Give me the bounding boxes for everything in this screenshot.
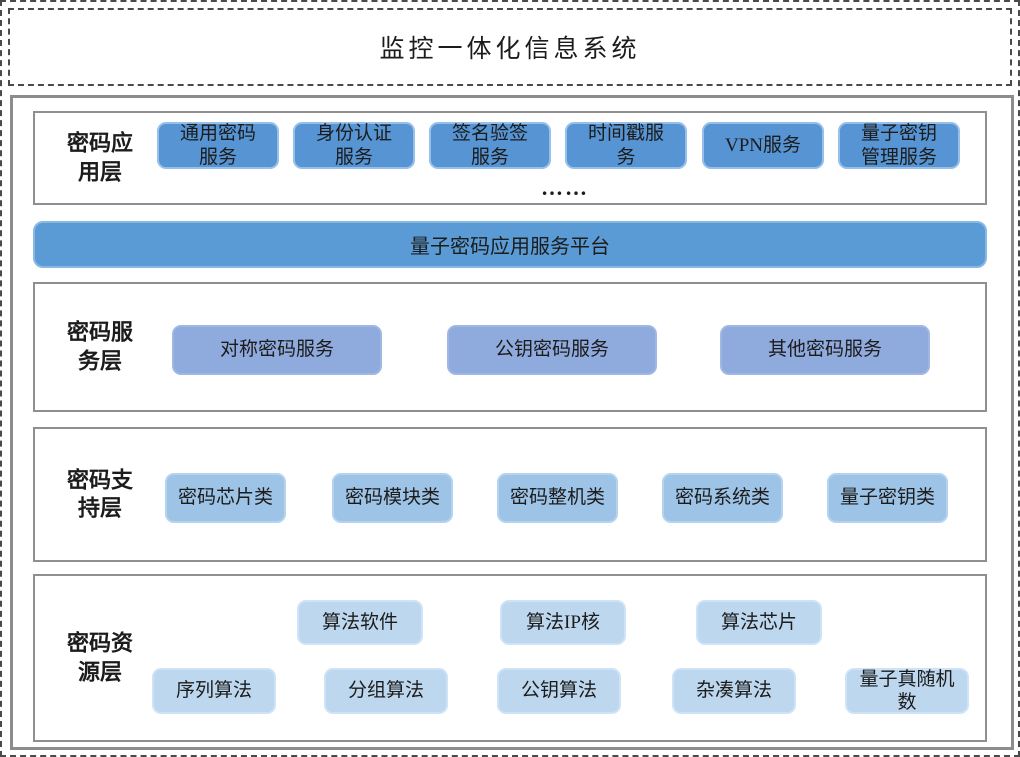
box-text-line: 对称密码服务 xyxy=(219,339,334,361)
box-timestamp-service: 时间戳服 务 xyxy=(565,122,687,169)
box-signature-verify-service: 签名验签 服务 xyxy=(429,122,551,169)
box-stream-algorithm: 序列算法 xyxy=(152,668,276,714)
system-title-box: 监控一体化信息系统 xyxy=(8,8,1012,86)
box-text-line: 务 xyxy=(616,146,636,168)
box-text-line: 算法软件 xyxy=(321,611,398,633)
box-quantum-key-mgmt-service: 量子密钥 管理服务 xyxy=(838,122,960,169)
box-algorithm-ip-core: 算法IP核 xyxy=(500,600,626,645)
layer-support: 密码支 持层 密码芯片类 密码模块类 密码整机类 密码系统类 量子密钥类 xyxy=(33,427,987,562)
layer-application: 密码应 用层 通用密码 服务 身份认证 服务 签名验签 服务 时间戳服 务 VP… xyxy=(33,111,987,205)
box-hash-algorithm: 杂凑算法 xyxy=(672,668,796,714)
box-text-line: 服务 xyxy=(334,146,373,168)
label-line: 务层 xyxy=(77,348,122,373)
platform-label: 量子密码应用服务平台 xyxy=(410,236,610,258)
box-text-line: 签名验签 xyxy=(451,123,528,145)
layer-service: 密码服 务层 对称密码服务 公钥密码服务 其他密码服务 xyxy=(33,282,987,412)
box-public-key-algorithm: 公钥算法 xyxy=(497,668,621,714)
box-vpn-service: VPN服务 xyxy=(702,122,824,169)
box-text-line: 通用密码 xyxy=(179,123,256,145)
box-text-line: 管理服务 xyxy=(860,146,937,168)
box-identity-auth-service: 身份认证 服务 xyxy=(293,122,415,169)
box-text-line: VPN服务 xyxy=(724,134,801,156)
label-line: 密码应 xyxy=(66,130,133,156)
label-line: 密码服 xyxy=(66,319,133,345)
box-text-line: 服务 xyxy=(198,146,237,168)
box-text-line: 密码系统类 xyxy=(674,487,770,509)
box-text-line: 量子密钥 xyxy=(860,123,937,145)
box-text-line: 密码整机类 xyxy=(509,487,605,509)
layer-support-label: 密码支 持层 xyxy=(43,466,157,523)
box-text-line: 密码芯片类 xyxy=(177,487,273,509)
label-line: 密码资 xyxy=(66,630,133,656)
ellipsis-more-services: …… xyxy=(541,175,589,200)
layer-service-label: 密码服 务层 xyxy=(43,318,157,375)
box-text-line: 其他密码服务 xyxy=(767,339,882,361)
box-quantum-key-class: 量子密钥类 xyxy=(827,473,948,523)
box-text-line: 服务 xyxy=(470,146,509,168)
box-text-line: 分组算法 xyxy=(347,680,424,702)
box-text-line: 公钥算法 xyxy=(520,680,597,702)
quantum-crypto-platform-bar: 量子密码应用服务平台 xyxy=(33,221,987,268)
box-text-line: 量子真随机 xyxy=(859,668,955,690)
box-crypto-module-class: 密码模块类 xyxy=(332,473,453,523)
label-line: 密码支 xyxy=(66,466,133,492)
box-crypto-machine-class: 密码整机类 xyxy=(497,473,618,523)
label-line: 源层 xyxy=(77,659,122,684)
box-text-line: 公钥密码服务 xyxy=(494,339,609,361)
label-line: 持层 xyxy=(77,495,122,521)
box-general-crypto-service: 通用密码 服务 xyxy=(157,122,279,169)
box-quantum-true-random-number: 量子真随机 数 xyxy=(845,668,969,714)
box-text-line: 密码模块类 xyxy=(344,487,440,509)
box-algorithm-software: 算法软件 xyxy=(297,600,423,645)
layer-resource: 密码资 源层 算法软件 算法IP核 算法芯片 序列算法 分组算法 公钥算法 xyxy=(33,574,987,742)
main-container: 密码应 用层 通用密码 服务 身份认证 服务 签名验签 服务 时间戳服 务 VP… xyxy=(10,95,1014,750)
page-title: 监控一体化信息系统 xyxy=(379,36,641,63)
box-crypto-chip-class: 密码芯片类 xyxy=(165,473,286,523)
box-text-line: 序列算法 xyxy=(175,680,252,702)
box-algorithm-chip: 算法芯片 xyxy=(696,600,822,645)
box-text-line: 时间戳服 xyxy=(587,123,664,145)
box-text-line: 算法芯片 xyxy=(720,611,797,633)
box-text-line: 算法IP核 xyxy=(526,611,600,633)
box-text-line: 数 xyxy=(897,692,917,713)
box-block-algorithm: 分组算法 xyxy=(324,668,448,714)
layer-resource-label: 密码资 源层 xyxy=(43,629,157,686)
label-line: 用层 xyxy=(77,159,122,184)
box-symmetric-crypto-service: 对称密码服务 xyxy=(172,325,382,375)
box-crypto-system-class: 密码系统类 xyxy=(662,473,783,523)
box-public-key-crypto-service: 公钥密码服务 xyxy=(447,325,657,375)
box-text-line: 量子密钥类 xyxy=(839,487,935,509)
layer-application-label: 密码应 用层 xyxy=(43,129,157,186)
box-text-line: 身份认证 xyxy=(315,123,392,145)
box-other-crypto-service: 其他密码服务 xyxy=(720,325,930,375)
box-text-line: 杂凑算法 xyxy=(695,680,772,702)
